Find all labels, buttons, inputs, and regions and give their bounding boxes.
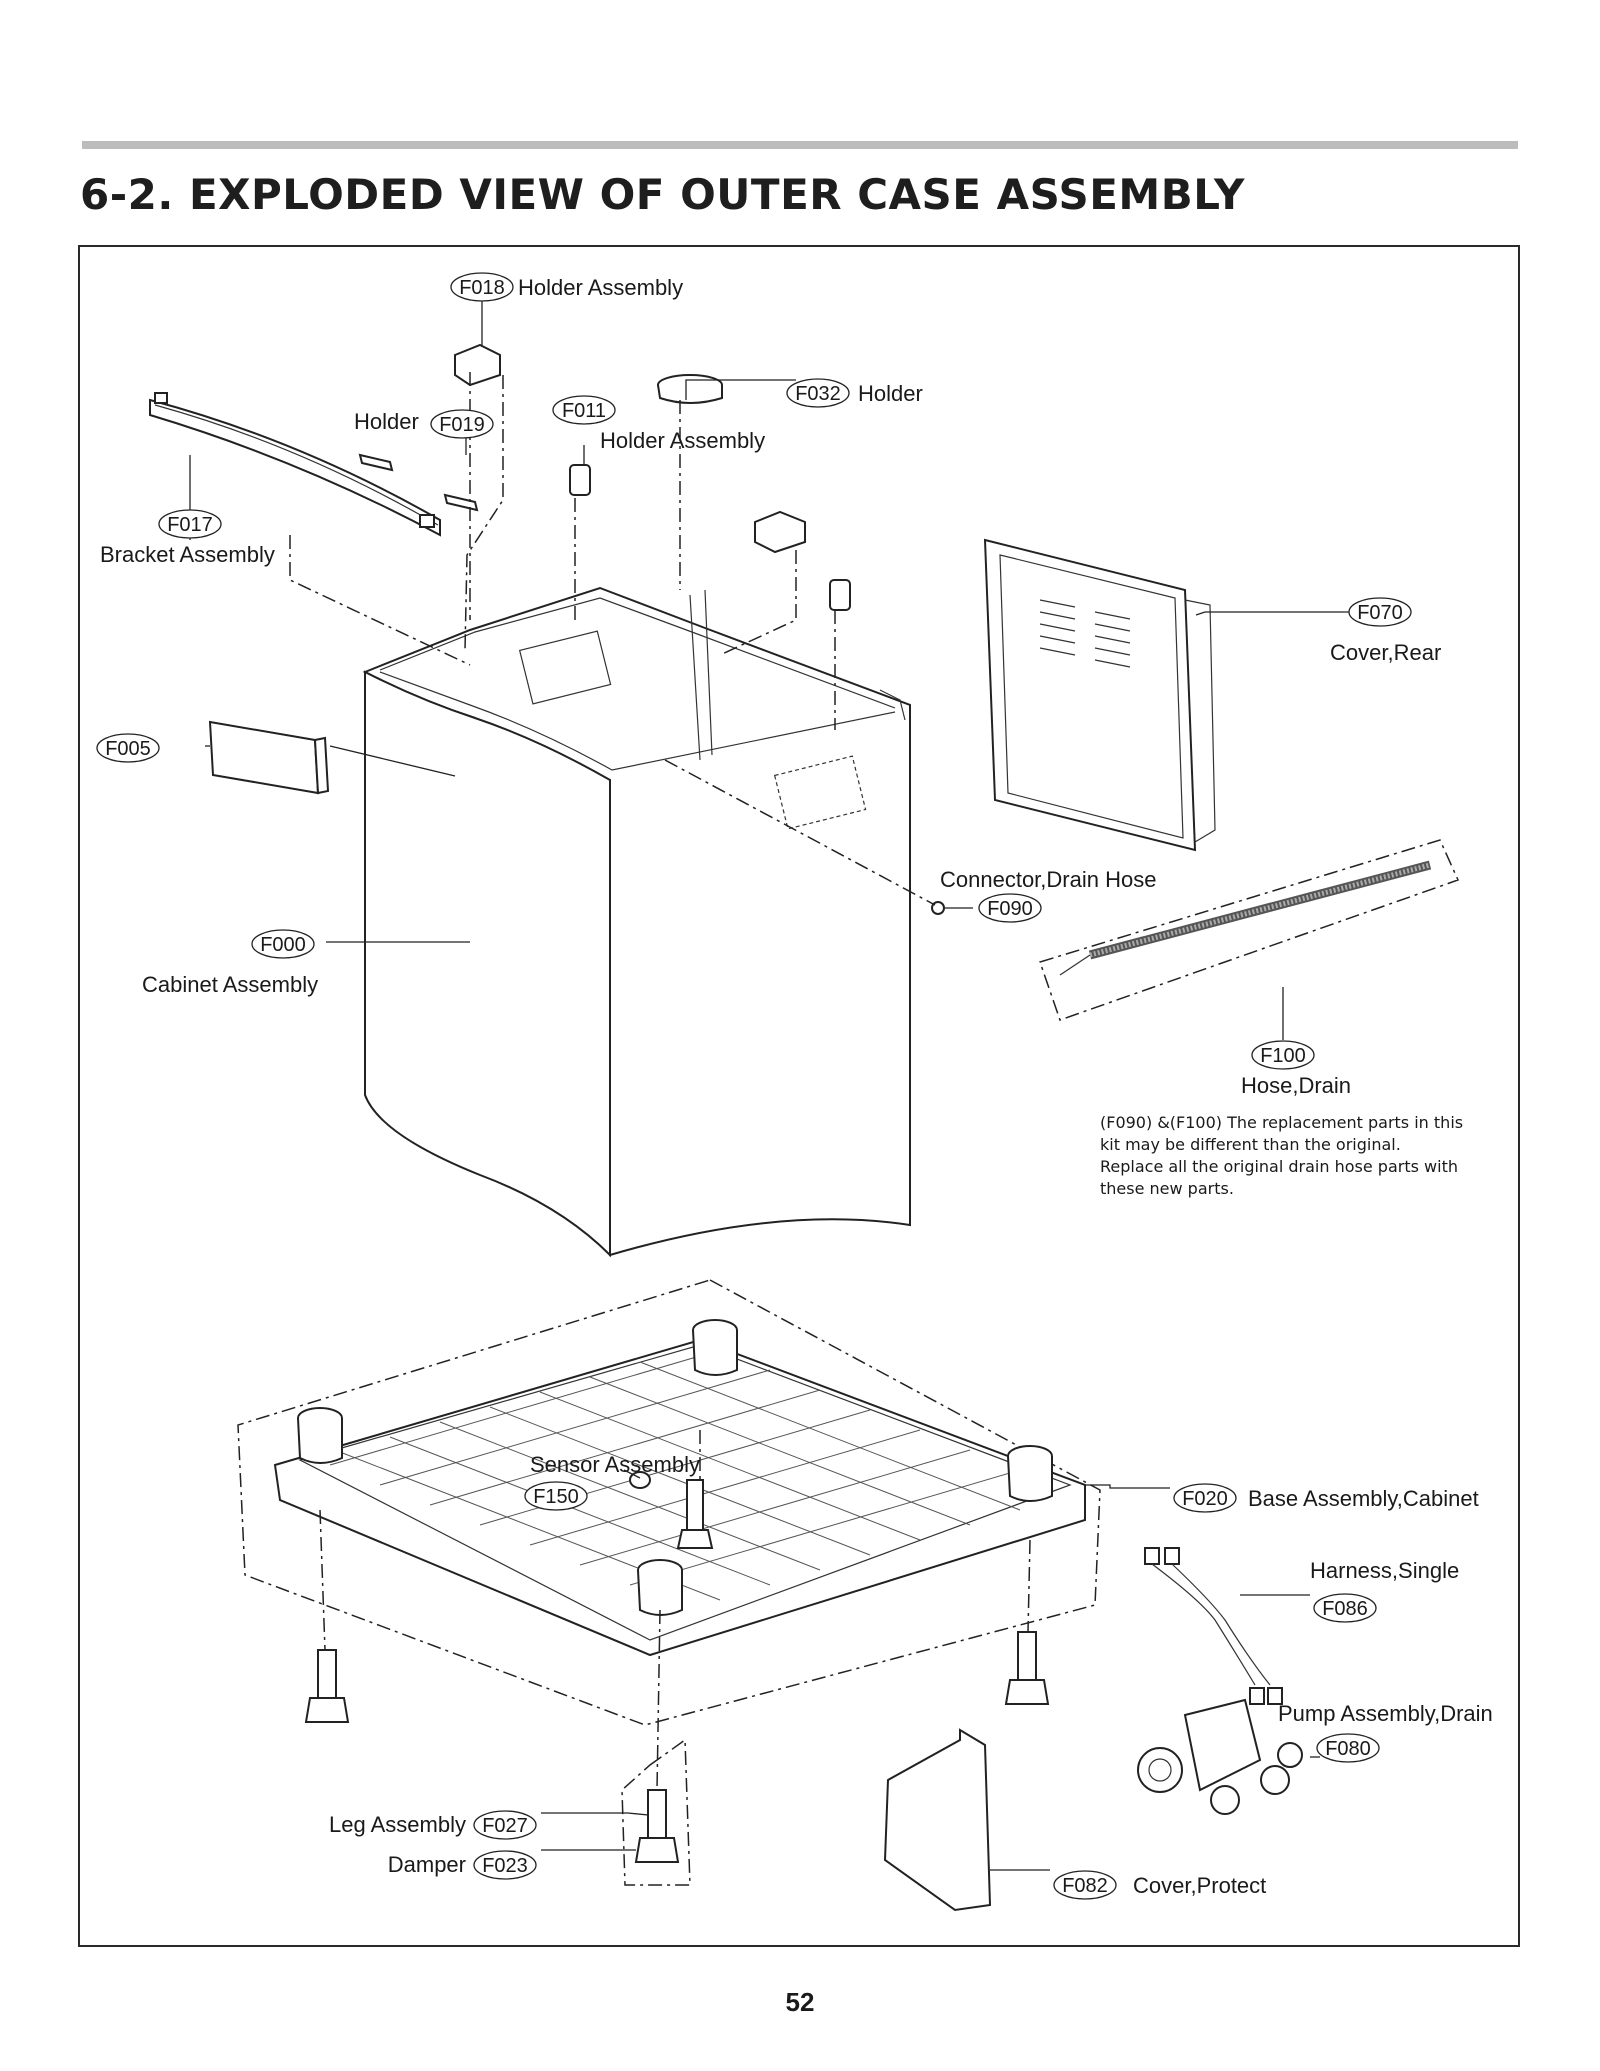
leader-lines: [189, 300, 1350, 1871]
svg-text:(F090) &(F100) The replacement: (F090) &(F100) The replacement parts in …: [1100, 1113, 1463, 1132]
callout-f027: F027 Leg Assembly: [329, 1810, 537, 1840]
svg-text:Leg Assembly: Leg Assembly: [329, 1812, 466, 1837]
svg-text:F020: F020: [1182, 1488, 1228, 1510]
svg-text:F005: F005: [105, 738, 151, 760]
callout-f080: F080 Pump Assembly,Drain: [1278, 1701, 1493, 1763]
svg-text:Pump Assembly,Drain: Pump Assembly,Drain: [1278, 1701, 1493, 1726]
leg-bolts-drawing: [304, 1631, 1050, 1886]
cabinet-assembly-drawing: [362, 586, 911, 1258]
svg-text:F086: F086: [1322, 1598, 1368, 1620]
holder-clips-drawing: [358, 343, 851, 611]
svg-text:these new parts.: these new parts.: [1100, 1179, 1234, 1198]
callout-f019: F019 Holder: [354, 409, 494, 439]
callout-f023: F023 Damper: [388, 1850, 537, 1880]
callout-f150: F150 Sensor Assembly: [524, 1452, 700, 1511]
svg-text:F150: F150: [533, 1486, 579, 1508]
svg-text:F082: F082: [1062, 1875, 1108, 1897]
svg-text:F018: F018: [459, 277, 505, 299]
svg-text:Holder: Holder: [858, 381, 923, 406]
callout-f017: F017 Bracket Assembly: [100, 509, 275, 567]
svg-text:Replace all the original drain: Replace all the original drain hose part…: [1100, 1157, 1458, 1176]
svg-text:F011: F011: [562, 400, 606, 422]
svg-text:F080: F080: [1325, 1738, 1371, 1760]
callout-f082: F082 Cover,Protect: [1053, 1870, 1266, 1900]
diagram-frame: [78, 245, 1520, 1947]
svg-text:F023: F023: [482, 1855, 528, 1877]
callout-f070: F070 Cover,Rear: [1330, 597, 1441, 665]
svg-text:F070: F070: [1357, 602, 1403, 624]
callout-f090: F090 Connector,Drain Hose: [940, 867, 1156, 923]
callout-f100: F100 Hose,Drain: [1241, 1040, 1351, 1098]
replacement-note: (F090) &(F100) The replacement parts in …: [1100, 1113, 1463, 1198]
svg-text:F027: F027: [482, 1815, 528, 1837]
callout-f086: F086 Harness,Single: [1310, 1558, 1459, 1623]
drain-hose-drawing: [1039, 839, 1460, 1021]
callout-f018: F018 Holder Assembly: [450, 272, 683, 302]
svg-text:Cabinet Assembly: Cabinet Assembly: [142, 972, 318, 997]
callout-f020: F020 Base Assembly,Cabinet: [1173, 1483, 1479, 1513]
svg-text:F019: F019: [439, 414, 485, 436]
svg-text:Connector,Drain Hose: Connector,Drain Hose: [940, 867, 1156, 892]
svg-text:Base Assembly,Cabinet: Base Assembly,Cabinet: [1248, 1486, 1479, 1511]
page-number: 52: [786, 1987, 815, 2017]
svg-text:Cover,Rear: Cover,Rear: [1330, 640, 1441, 665]
svg-text:Damper: Damper: [388, 1852, 466, 1877]
svg-text:F032: F032: [795, 383, 841, 405]
svg-text:Sensor Assembly: Sensor Assembly: [530, 1452, 700, 1477]
drain-pump-drawing: [1137, 1698, 1303, 1815]
svg-text:F100: F100: [1260, 1045, 1306, 1067]
callout-f011: F011 Holder Assembly: [552, 395, 765, 453]
svg-text:Bracket Assembly: Bracket Assembly: [100, 542, 275, 567]
svg-text:F090: F090: [987, 898, 1033, 920]
svg-text:F017: F017: [167, 514, 213, 536]
protect-cover-drawing: [883, 1728, 992, 1912]
svg-text:Harness,Single: Harness,Single: [1310, 1558, 1459, 1583]
top-rule: [82, 141, 1518, 149]
bracket-assembly-drawing: [149, 392, 441, 537]
page-title: 6-2. EXPLODED VIEW OF OUTER CASE ASSEMBL…: [80, 170, 1245, 219]
callout-f032: F032 Holder: [786, 378, 923, 408]
svg-text:Holder: Holder: [354, 409, 419, 434]
svg-text:Hose,Drain: Hose,Drain: [1241, 1073, 1351, 1098]
base-assembly-drawing: [237, 1279, 1101, 1726]
rear-cover-drawing: [983, 538, 1216, 852]
svg-text:Holder Assembly: Holder Assembly: [600, 428, 765, 453]
badge-plate-drawing: [208, 720, 330, 795]
callout-f000: F000 Cabinet Assembly: [142, 929, 318, 997]
callout-f005: F005: [96, 733, 160, 763]
svg-text:Cover,Protect: Cover,Protect: [1133, 1873, 1266, 1898]
harness-drawing: [1144, 1547, 1283, 1705]
svg-text:F000: F000: [260, 934, 306, 956]
svg-text:Holder Assembly: Holder Assembly: [518, 275, 683, 300]
svg-text:kit may be different than the: kit may be different than the original.: [1100, 1135, 1401, 1154]
